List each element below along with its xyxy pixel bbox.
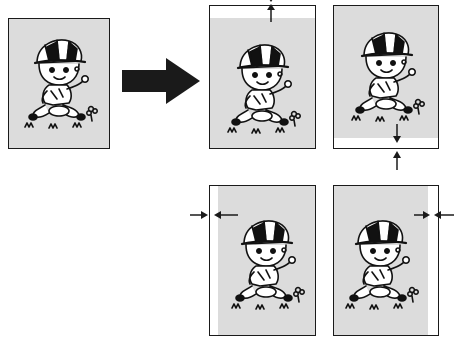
up-arrow-icon (267, 0, 275, 22)
boy-sitting-on-grass-icon (226, 43, 302, 135)
boy-sitting-on-grass-icon (230, 219, 306, 311)
boy-sitting-on-grass-icon (350, 31, 426, 123)
boy-sitting-on-grass-icon (344, 219, 420, 311)
right-arrow-icon (122, 58, 200, 104)
result-page-shift-down (209, 5, 316, 149)
result-page-shift-left (333, 185, 439, 336)
result-page-shift-up (333, 5, 439, 149)
source-page (8, 18, 110, 149)
boy-sitting-on-grass-icon (23, 38, 99, 130)
result-page-shift-right (209, 185, 316, 336)
right-left-arrows-icon (414, 211, 454, 219)
right-left-arrows-icon (190, 211, 238, 219)
down-up-arrows-icon (393, 124, 401, 170)
